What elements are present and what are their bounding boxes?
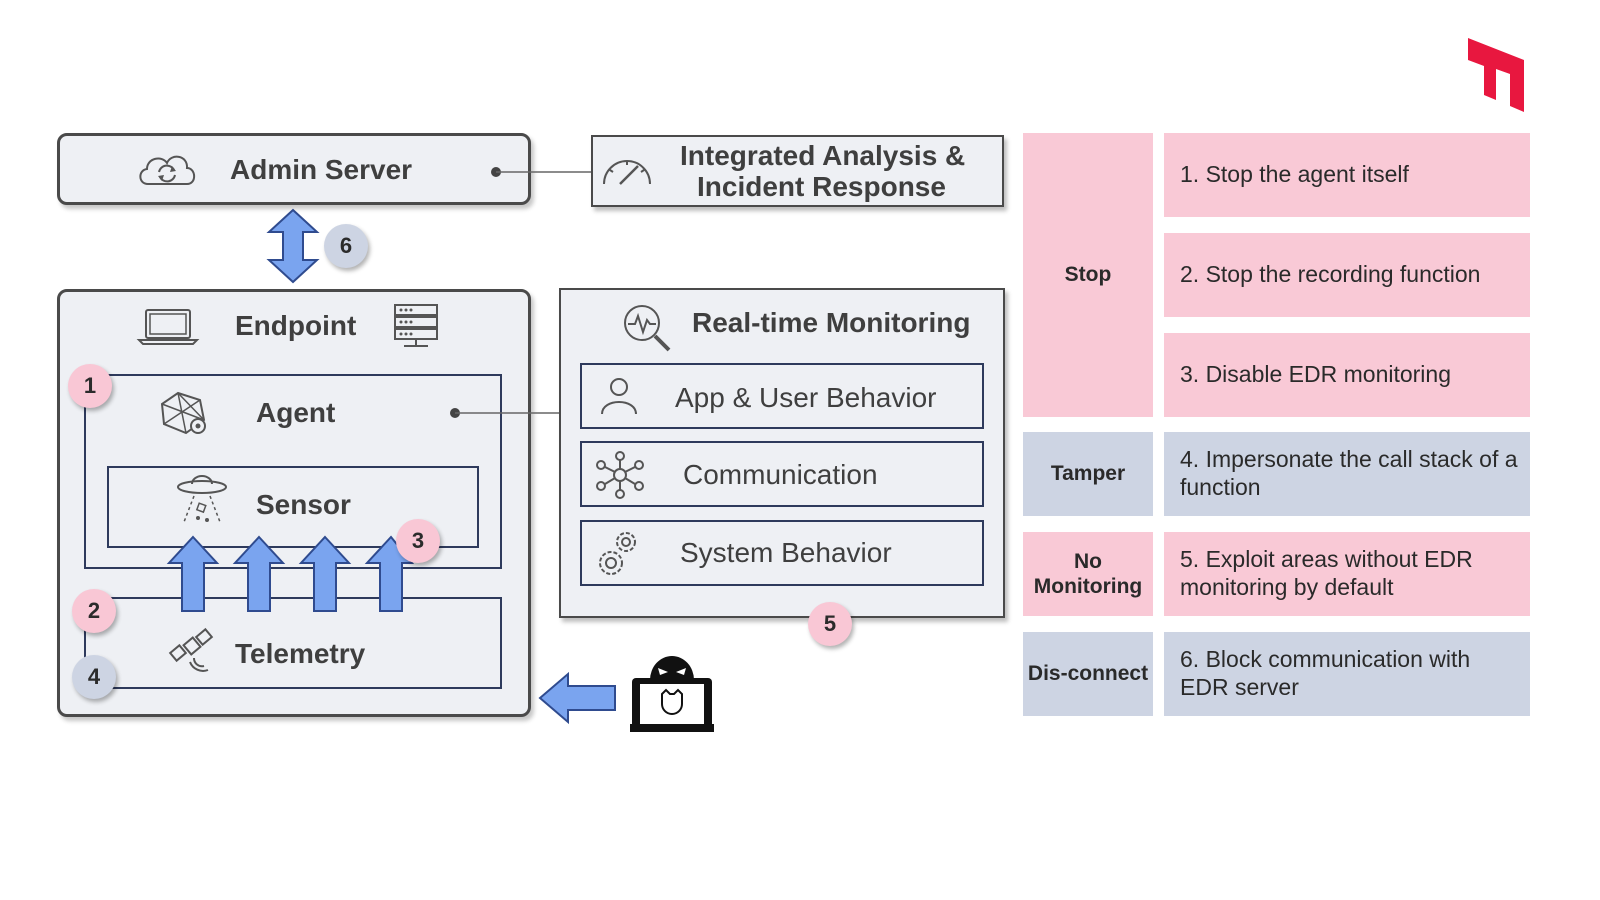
category-tamper: Tamper [1023,432,1153,516]
agent-connector [450,408,560,418]
monitoring-item-label-2: System Behavior [680,537,892,568]
attacker-arrow [538,671,616,725]
item-disable-monitoring: 3. Disable EDR monitoring [1164,333,1530,417]
badge-1: 1 [68,364,112,408]
telemetry-label: Telemetry [235,638,366,669]
category-disconnect: Dis-connect [1023,632,1153,716]
network-node-icon [160,391,206,435]
item-exploit-unmonitored: 5. Exploit areas without EDR monitoring … [1164,532,1530,616]
hub-icon [596,451,644,499]
integrated-analysis-box [591,135,1004,207]
telemetry-box [84,597,502,689]
sensor-label: Sensor [256,489,351,520]
satellite-icon [168,627,214,672]
admin-server-label: Admin Server [230,154,413,185]
brand-logo [1468,38,1524,112]
gauge-icon [603,160,651,185]
item-stop-agent: 1. Stop the agent itself [1164,133,1530,217]
category-no-monitoring-line2: Monitoring [1033,575,1143,598]
category-no-monitoring: No Monitoring [1023,532,1153,616]
item-impersonate-call-stack: 4. Impersonate the call stack of a funct… [1164,432,1530,516]
category-stop: Stop [1023,133,1153,417]
badge-5: 5 [808,602,852,646]
item-block-communication: 6. Block communication with EDR server [1164,632,1530,716]
admin-connector [491,167,594,177]
ufo-sensor-icon [177,475,227,523]
user-icon [601,378,637,415]
laptop-icon [136,309,200,345]
server-rack-icon [394,304,438,347]
badge-4: 4 [72,655,116,699]
badge-3: 3 [396,519,440,563]
badge-6: 6 [324,224,368,268]
monitoring-item-system [580,520,984,586]
hacker-icon [630,656,714,732]
monitoring-item-communication [580,441,984,507]
integrated-analysis-line1: Integrated Analysis & [680,140,966,171]
item-stop-recording: 2. Stop the recording function [1164,233,1530,317]
admin-server-box [57,133,531,205]
integrated-analysis-line2: Incident Response [697,171,946,202]
monitoring-item-label-0: App & User Behavior [675,382,937,413]
cloud-sync-icon [139,155,196,185]
monitoring-title: Real-time Monitoring [692,307,971,338]
category-no-monitoring-line1: No [1074,549,1102,573]
pulse-search-icon [624,305,671,352]
gears-icon [599,532,636,575]
telemetry-up-arrows [166,535,415,612]
bidirectional-arrow [266,208,320,284]
endpoint-label: Endpoint [235,310,357,341]
monitoring-item-label-1: Communication [683,459,878,490]
monitoring-item-app-user [580,363,984,429]
agent-label: Agent [256,397,336,428]
badge-2: 2 [72,589,116,633]
